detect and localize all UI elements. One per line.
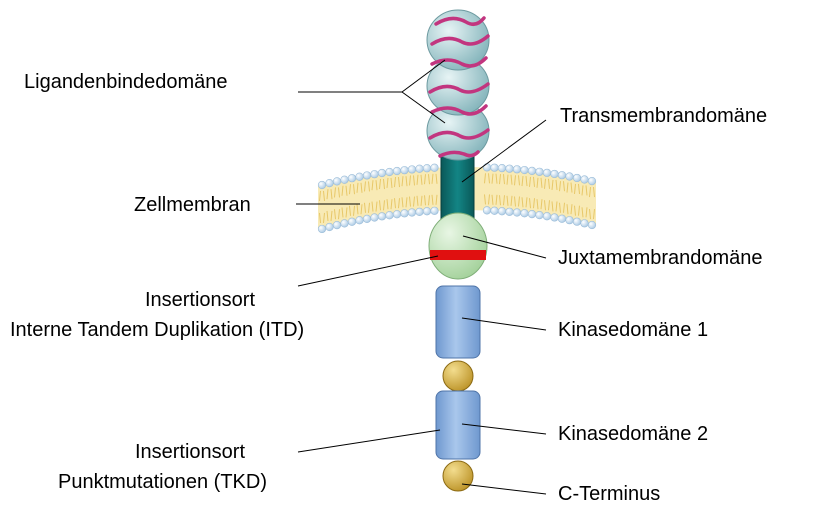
transmembrane-label: Transmembrandomäne xyxy=(560,104,767,128)
tkd-label-line1: Insertionsort xyxy=(110,440,270,464)
itd-leader-line xyxy=(298,256,438,286)
lipid-head xyxy=(401,166,409,174)
lipid-head xyxy=(491,207,499,215)
lipid-head xyxy=(588,177,596,185)
lipid-head xyxy=(513,166,521,174)
kinase1-label: Kinasedomäne 1 xyxy=(558,318,708,342)
juxtamembrane-domain xyxy=(429,213,487,279)
itd-label-line2: Interne Tandem Duplikation (ITD) xyxy=(10,318,304,342)
lipid-head xyxy=(341,220,349,228)
lipid-head xyxy=(506,165,514,173)
lipid-head xyxy=(416,208,424,216)
itd-insertion-band xyxy=(430,250,486,260)
lipid-head xyxy=(371,214,379,222)
tkd-label-line2: Punktmutationen (TKD) xyxy=(58,470,267,494)
c-terminus-domain xyxy=(443,461,473,491)
lipid-head xyxy=(588,221,596,229)
lipid-head xyxy=(551,170,559,178)
lipid-head xyxy=(363,172,371,180)
lipid-head xyxy=(386,168,394,176)
lipid-head xyxy=(483,164,491,172)
lipid-head xyxy=(528,167,536,175)
lipid-head xyxy=(386,211,394,219)
lipid-head xyxy=(521,166,529,174)
lipid-head xyxy=(566,173,574,181)
cterm-leader-line xyxy=(462,484,546,494)
lipid-head xyxy=(558,171,566,179)
lipid-head xyxy=(498,207,506,215)
lipid-head xyxy=(393,167,401,175)
lipid-head xyxy=(333,178,341,186)
lipid-head xyxy=(408,166,416,174)
lipid-head xyxy=(551,214,559,222)
lipid-head xyxy=(573,174,581,182)
ligand-binding-label: Ligandenbindedomäne xyxy=(24,70,228,94)
juxtamembrane-label: Juxtamembrandomäne xyxy=(558,246,763,270)
itd-label-line1: Insertionsort xyxy=(120,288,280,312)
lipid-head xyxy=(318,181,326,189)
cterm-label: C-Terminus xyxy=(558,482,660,506)
lipid-head xyxy=(536,168,544,176)
lipid-head xyxy=(348,174,356,182)
kinase2-label: Kinasedomäne 2 xyxy=(558,422,708,446)
lipid-head xyxy=(483,207,491,215)
lipid-head xyxy=(543,212,551,220)
lipid-head xyxy=(356,173,364,181)
lipid-head xyxy=(423,207,431,215)
lipid-head xyxy=(558,215,566,223)
membrane-label: Zellmembran xyxy=(134,193,251,217)
lipid-head xyxy=(581,220,589,228)
lipid-head xyxy=(356,216,364,224)
lipid-head xyxy=(581,176,589,184)
lipid-head xyxy=(378,169,386,177)
lipid-head xyxy=(491,164,499,172)
ligand-binding-domain xyxy=(427,10,489,160)
kinase-domain-1 xyxy=(436,286,480,358)
lipid-head xyxy=(431,207,439,215)
linker-domain xyxy=(443,361,473,391)
lipid-head xyxy=(408,209,416,217)
lipid-head xyxy=(566,216,574,224)
lipid-head xyxy=(528,210,536,218)
lipid-head xyxy=(498,164,506,172)
tkd-leader-line xyxy=(298,430,440,452)
lipid-head xyxy=(416,165,424,173)
lipid-head xyxy=(371,170,379,178)
lipid-head xyxy=(326,179,334,187)
lipid-head xyxy=(333,221,341,229)
lipid-head xyxy=(378,213,386,221)
lipid-head xyxy=(326,223,334,231)
lipid-head xyxy=(393,210,401,218)
lipid-head xyxy=(348,218,356,226)
lipid-head xyxy=(318,225,326,233)
lipid-head xyxy=(401,210,409,218)
lipid-head xyxy=(431,164,439,172)
lipid-head xyxy=(573,218,581,226)
lipid-head xyxy=(521,209,529,217)
lipid-head xyxy=(341,176,349,184)
lipid-head xyxy=(543,169,551,177)
lipid-head xyxy=(513,209,521,217)
lipid-head xyxy=(363,215,371,223)
lipid-head xyxy=(506,208,514,216)
lipid-head xyxy=(423,164,431,172)
lipid-head xyxy=(536,211,544,219)
